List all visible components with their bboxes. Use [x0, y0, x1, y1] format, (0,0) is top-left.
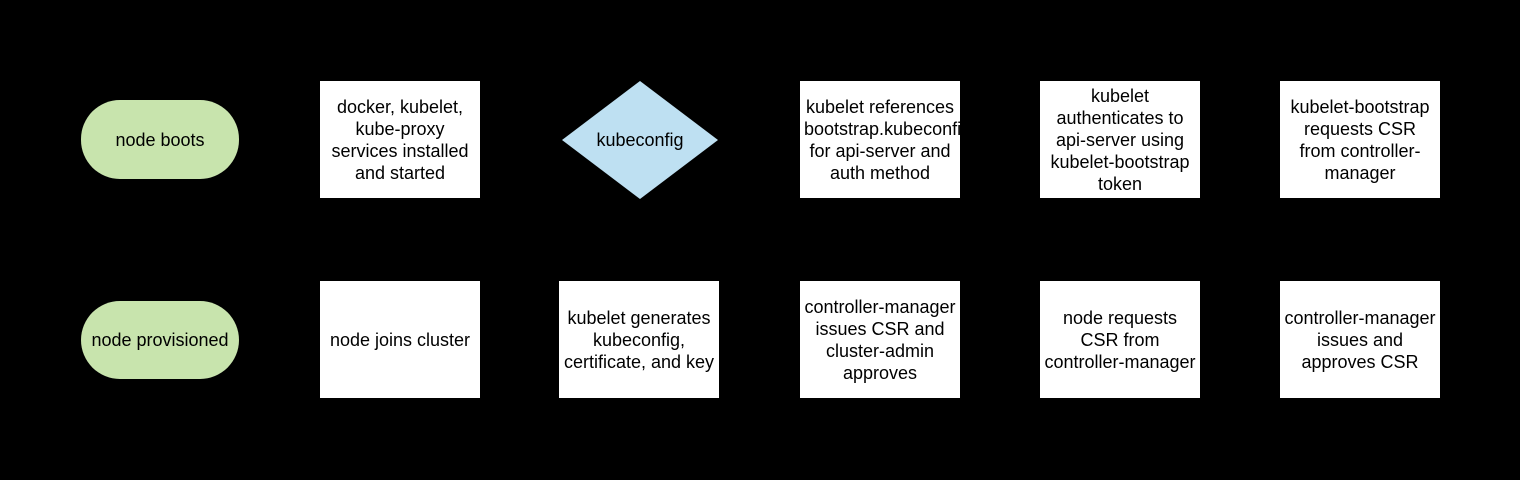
node-label: kubelet authenticates to api-server usin… — [1050, 85, 1190, 194]
process-kubelet-generates-kubeconfig-certificate-key: kubelet generates kubeconfig, certificat… — [559, 281, 719, 398]
node-label: kubeconfig — [596, 130, 684, 150]
node-label: node requests CSR from controller-manage… — [1044, 307, 1196, 372]
node-label: controller-manager issues CSR and cluste… — [804, 296, 956, 383]
process-node-joins-cluster: node joins cluster — [320, 281, 480, 398]
node-label: kubelet generates kubeconfig, certificat… — [563, 307, 715, 372]
node-label: docker, kubelet, kube-proxy services ins… — [331, 96, 469, 183]
decision-kubeconfig: kubeconfig — [562, 81, 718, 199]
process-kubelet-references-bootstrap-kubeconfig: kubelet references bootstrap.kubeconfig … — [800, 81, 972, 198]
node-label: controller-manager issues and approves C… — [1284, 307, 1436, 372]
node-label: kubelet references bootstrap.kubeconfig … — [804, 96, 972, 183]
process-controller-manager-issues-and-approves-csr: controller-manager issues and approves C… — [1280, 281, 1440, 398]
node-label: kubelet-bootstrap requests CSR from cont… — [1290, 96, 1430, 183]
process-kubelet-bootstrap-requests-csr: kubelet-bootstrap requests CSR from cont… — [1280, 81, 1440, 198]
process-kubelet-authenticates-to-api-server: kubelet authenticates to api-server usin… — [1040, 81, 1200, 198]
node-label: node boots — [115, 129, 205, 150]
process-node-requests-csr: node requests CSR from controller-manage… — [1040, 281, 1200, 398]
terminator-node-provisioned: node provisioned — [81, 301, 239, 379]
process-controller-manager-issues-csr-cluster-admin-approves: controller-manager issues CSR and cluste… — [800, 281, 960, 398]
node-label: node provisioned — [91, 330, 229, 350]
terminator-node-boots: node boots — [81, 100, 239, 179]
node-label: node joins cluster — [329, 329, 471, 350]
process-services-installed-and-started: docker, kubelet, kube-proxy services ins… — [320, 81, 480, 198]
